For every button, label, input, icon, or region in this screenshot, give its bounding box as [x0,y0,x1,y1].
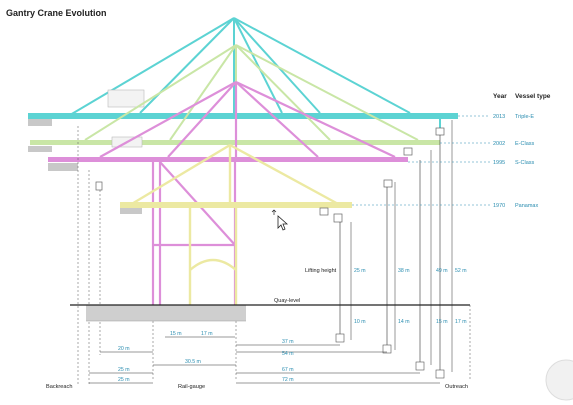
quay-wall [86,305,246,321]
counterweight-2002 [28,146,52,152]
legend-vessel-2002: E-Class [515,141,535,147]
corner-widget-icon[interactable] [545,359,573,401]
legend-year-1995: 1995 [493,160,505,166]
gauge-dim-17: 17 m [201,331,213,337]
depth-1995: 14 m [398,319,410,325]
lifting-height-1995: 38 m [398,268,410,274]
quay-level-label: Quay-level [274,298,300,304]
year-header: Year [493,93,507,100]
counterweight-1970 [120,208,142,214]
lifting-height-2002: 49 m [436,268,448,274]
hoist-lines [339,135,441,372]
legend-vessel-1970: Panamax [515,203,538,209]
outreach-dim-67: 67 m [282,367,294,373]
move-cursor-icon [271,209,289,231]
legend-vessel-1995: S-Class [515,160,535,166]
outreach-dim-37: 37 m [282,339,294,345]
outreach-dim-54: 54 m [282,351,294,357]
legend-year-2002: 2002 [493,141,505,147]
depth-2002: 15 m [436,319,448,325]
depth-1970: 10 m [354,319,366,325]
lifting-height-label: Lifting height [305,268,337,274]
vessel-type-header: Vessel type [515,93,551,100]
machinery-house-2013 [107,89,145,108]
legend-year-1970: 1970 [493,203,505,209]
trolleys [95,127,445,223]
lifting-height-1970: 25 m [354,268,366,274]
legend-year-2013: 2013 [493,114,505,120]
backreach-references [77,126,237,385]
counterweight-1995 [48,163,78,171]
outreach-label: Outreach [445,384,468,390]
outreach-dim-72: 72 m [282,377,294,383]
lifting-height-2013: 52 m [455,268,467,274]
backreach-dim-25b: 25 m [118,377,130,383]
gauge-dim-30-5: 30.5 m [185,359,201,365]
counterweight-2013 [28,119,52,126]
crane-2013-triple-e [28,17,458,130]
legend: 2013 Triple-E 2002 E-Class 1995 S-Class 1970 Pa… [493,114,538,209]
backreach-dim-20: 20 m [118,346,130,352]
height-dimension-lines [350,120,453,372]
gauge-dim-15: 15 m [170,331,182,337]
backreach-label: Backreach [46,384,72,390]
crane-1970-panamax [120,143,352,305]
legend-vessel-2013: Triple-E [515,114,534,120]
hoist-boxes [335,333,445,379]
depth-2013: 17 m [455,319,467,325]
legend-leaders [352,115,490,206]
rail-gauge-label: Rail-gauge [178,384,205,390]
backreach-dim-25a: 25 m [118,367,130,373]
horizontal-dimensions [89,336,440,384]
diagram-title: Gantry Crane Evolution [6,8,107,18]
